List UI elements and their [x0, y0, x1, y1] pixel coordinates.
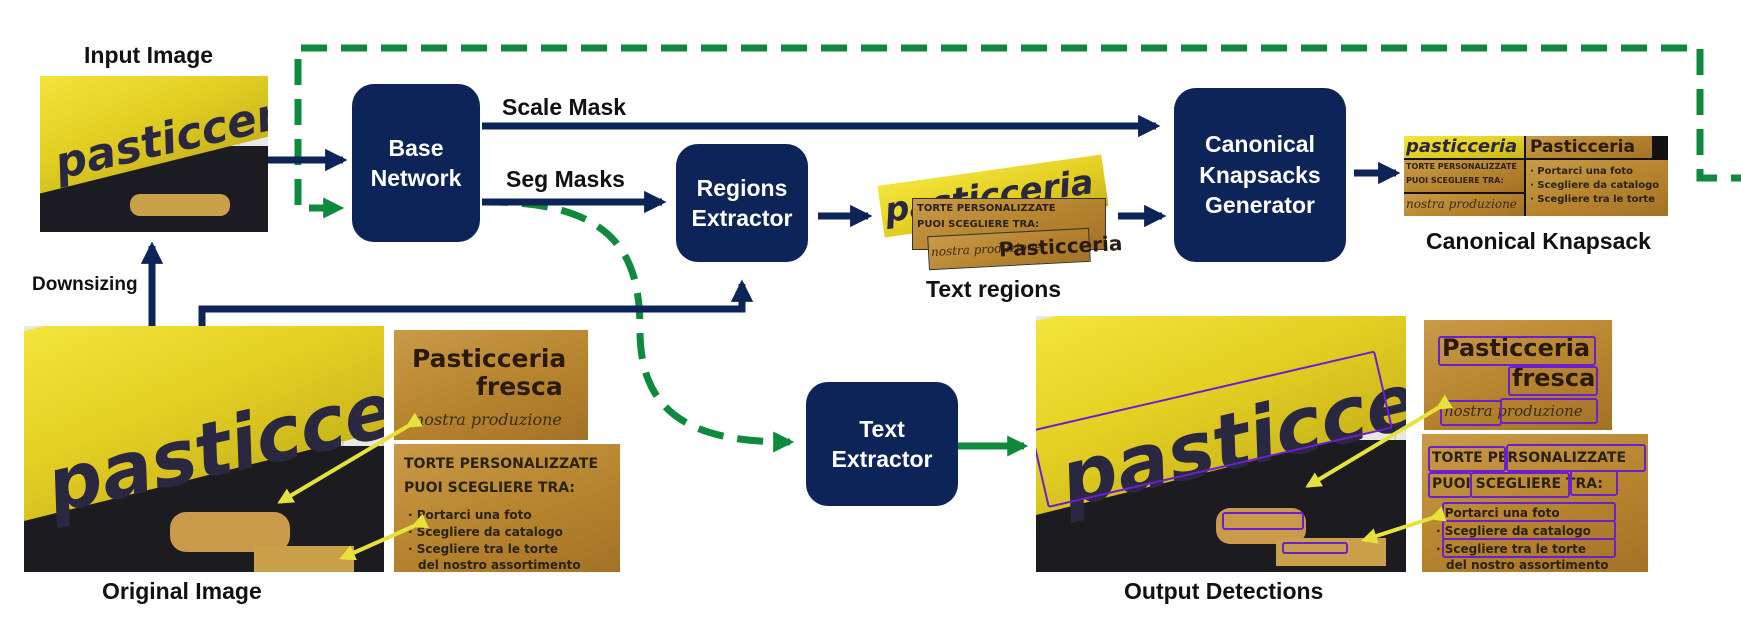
output-menu-bbox-8: [1442, 538, 1616, 558]
original-to-regions-arrow: [198, 279, 754, 326]
region-card-crop: nostra produzione Pasticceria: [927, 227, 1123, 271]
canonical-knapsack-label: Canonical Knapsack: [1426, 228, 1651, 254]
knapsack-menu-3: · Portarci una foto: [1530, 166, 1634, 177]
text-extractor-line-2: Extractor: [831, 446, 933, 472]
regions-extractor-line-1: Regions: [696, 174, 788, 201]
menu-crop-line-3: · Portarci una foto: [408, 508, 532, 522]
output-menu-bbox-1: [1428, 446, 1506, 472]
output-menu-line-3: · Portarci una foto: [1436, 506, 1560, 520]
base-network-line-2: Network: [370, 165, 462, 191]
region-menu-line: TORTE PERSONALIZZATE: [917, 203, 1056, 214]
generator-line-1: Canonical: [1205, 131, 1315, 158]
output-card-bbox-2: [1508, 366, 1598, 396]
menu-crop-line-2: PUOI SCEGLIERE TRA:: [404, 480, 575, 496]
output-menu-bbox-5: [1570, 470, 1618, 496]
menu-crop: TORTE PERSONALIZZATE PUOI SCEGLIERE TRA:…: [394, 444, 620, 572]
output-menu-bbox-4: [1470, 472, 1570, 498]
generator-line-2: Knapsacks: [1199, 161, 1321, 188]
knapsack-menu-5: · Scegliere tra le torte: [1530, 194, 1655, 205]
region-card-title: Pasticceria: [998, 231, 1123, 262]
output-card-bbox: [1222, 512, 1304, 530]
text-regions-label: Text regions: [926, 276, 1062, 302]
card-crop-title-1: Pasticceria: [412, 344, 567, 373]
canonical-knapsack-image: pasticceria Pasticceria TORTE PERSONALIZ…: [1404, 136, 1668, 216]
scale-mask-label: Scale Mask: [502, 94, 627, 120]
output-card-bbox-1: [1438, 336, 1596, 366]
seg-to-text-extractor-arrow: [481, 198, 795, 453]
output-menu-line-5: · Scegliere tra le torte: [1436, 542, 1586, 556]
knapsack-card-title: Pasticceria: [1530, 137, 1635, 157]
text-regions-collage: pasticceria TORTE PERSONALIZZATE PUOI SC…: [877, 154, 1123, 271]
downsizing-label: Downsizing: [32, 274, 138, 295]
feedback-loop-arrow: [294, 44, 1741, 219]
output-card-bbox-4: [1500, 398, 1598, 424]
output-menu-line-4: · Scegliere da catalogo: [1436, 524, 1591, 538]
menu-crop-line-1: TORTE PERSONALIZZATE: [404, 456, 599, 472]
output-menu-crop: TORTE PERSONALIZZATE PUOI SCEGLIERE TRA:…: [1422, 434, 1648, 572]
text-extractor-line-1: Text: [859, 415, 905, 442]
card-crop-title-2: fresca: [476, 372, 563, 401]
output-menu-bbox-7: [1442, 520, 1616, 540]
original-image-label: Original Image: [102, 578, 262, 604]
knapsack-menu-4: · Scegliere da catalogo: [1530, 180, 1660, 191]
output-detections-label: Output Detections: [1124, 578, 1324, 604]
output-card-hand: nostra produzione: [1444, 402, 1583, 420]
output-card-bbox-3: [1440, 400, 1502, 426]
menu-crop-line-5: · Scegliere tra le torte: [408, 542, 558, 556]
regions-extractor-line-2: Extractor: [691, 205, 793, 231]
knapsack-hand: nostra produzione: [1406, 197, 1517, 211]
output-card-crop: Pasticceria fresca nostra produzione: [1424, 320, 1612, 430]
card-crop-hand: nostra produzione: [414, 410, 562, 429]
output-menu-line-2: PUOI SCEGLIERE TRA:: [1432, 476, 1603, 492]
output-menu-line-6: del nostro assortimento: [1446, 558, 1609, 572]
input-image-label: Input Image: [84, 42, 214, 68]
seg-masks-label: Seg Masks: [506, 166, 625, 192]
output-menu-bbox-6: [1442, 502, 1616, 522]
knapsack-menu-2: PUOI SCEGLIERE TRA:: [1406, 176, 1504, 185]
input-image: pasticceria: [40, 76, 268, 232]
menu-crop-line-4: · Scegliere da catalogo: [408, 525, 563, 539]
output-card-title-1: Pasticceria: [1442, 334, 1591, 362]
knapsack-menu-1: TORTE PERSONALIZZATE: [1406, 162, 1517, 171]
base-network-line-1: Base: [388, 134, 444, 161]
card-crop: Pasticceria fresca nostra produzione: [394, 330, 588, 440]
knapsack-sign-word: pasticceria: [1406, 136, 1518, 157]
region-menu-line-2: PUOI SCEGLIERE TRA:: [917, 219, 1040, 230]
output-menu-bbox: [1282, 542, 1348, 554]
output-card-title-2: fresca: [1512, 364, 1596, 392]
output-menu-bbox-2: [1506, 444, 1646, 472]
generator-line-3: Generator: [1205, 192, 1315, 219]
output-menu-bbox-3: [1428, 472, 1472, 498]
original-image: pasticceria: [24, 326, 384, 572]
output-image: pasticceria: [1036, 316, 1406, 572]
menu-crop-line-6: del nostro assortimento: [418, 558, 581, 572]
output-menu-line-1: TORTE PERSONALIZZATE: [1432, 450, 1627, 466]
